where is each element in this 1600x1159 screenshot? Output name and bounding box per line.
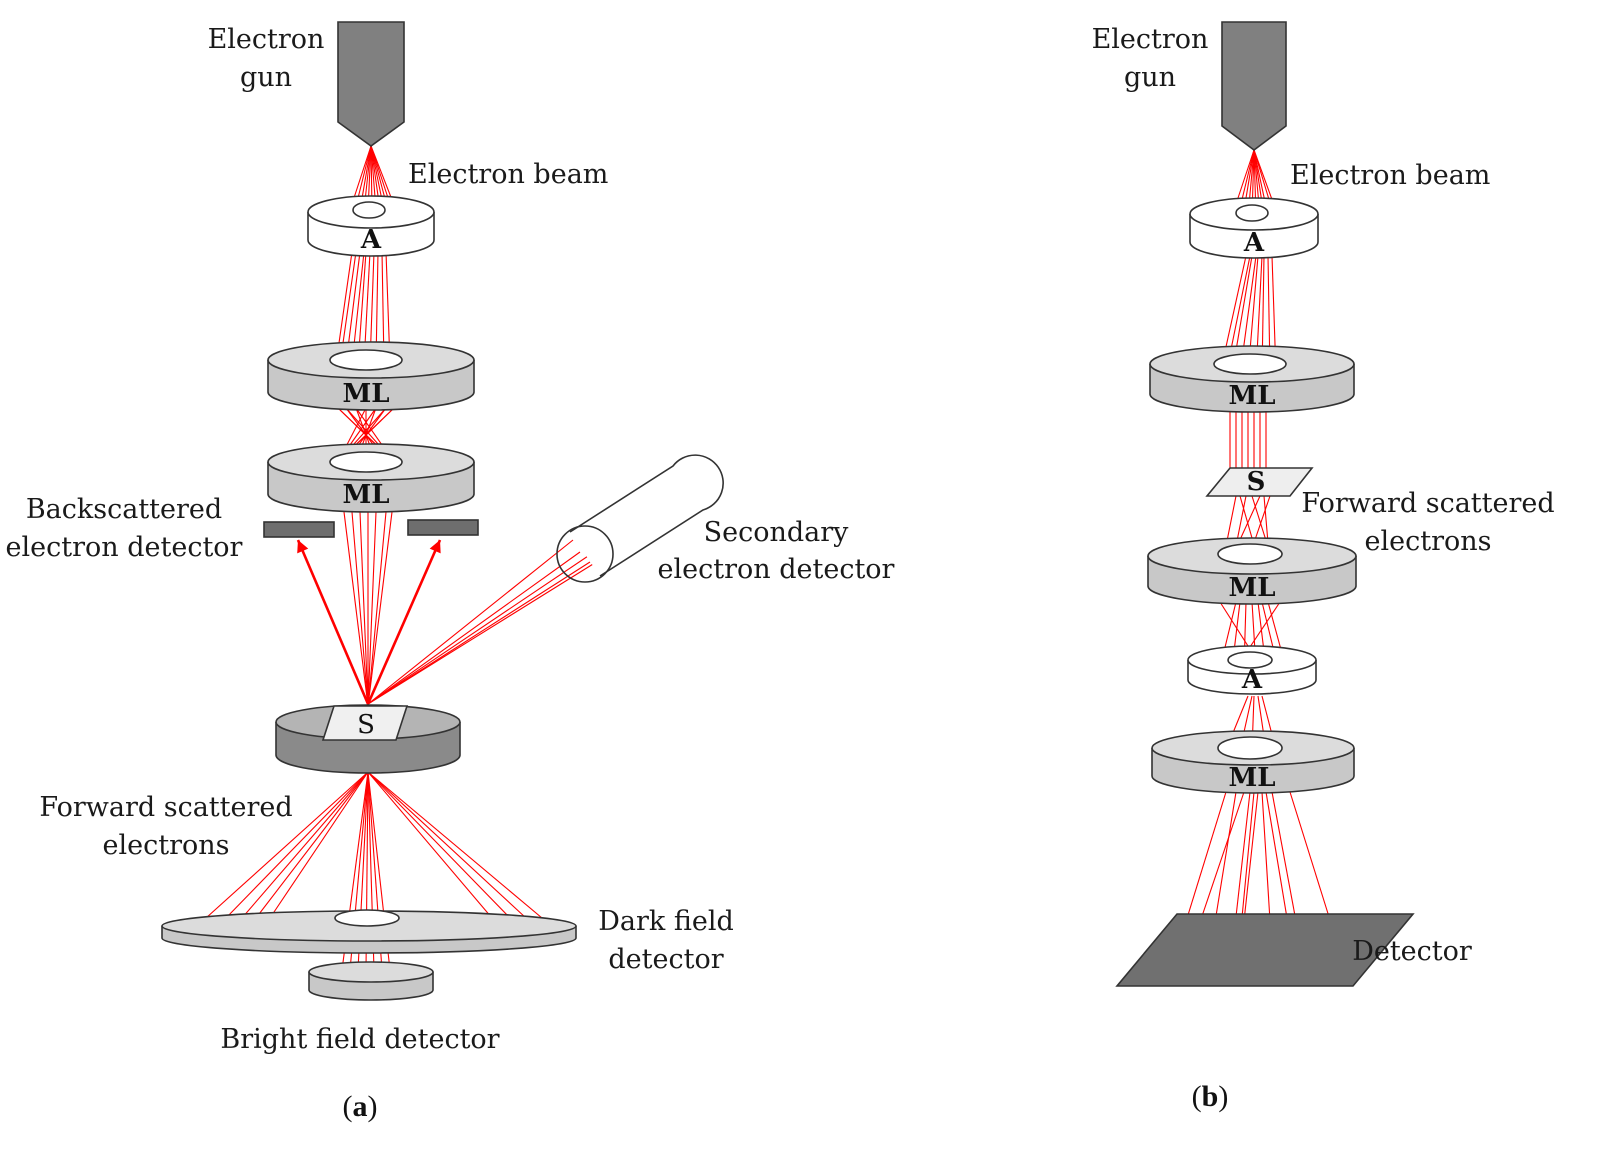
- secondary-electron-detector: [556, 454, 724, 583]
- forward-scatter-ray: [225, 771, 369, 919]
- lens-b-2-label: ML: [1228, 573, 1275, 603]
- dark-field-detector: [161, 909, 577, 954]
- backscatter-arrow-right: [366, 539, 442, 705]
- label-electron-gun-a-line1: Electron: [208, 24, 325, 55]
- magnetic-lens-b-3: ML: [1151, 730, 1355, 794]
- backscattered-detector-right: [407, 519, 479, 536]
- aperture-a-label: A: [360, 225, 382, 255]
- forward-scatter-ray: [241, 771, 369, 919]
- panel-b: Electron gun Electron beam A ML S Forwar…: [1092, 21, 1555, 1113]
- backscattered-detector-left: [263, 521, 335, 538]
- panel-a-caption: (a): [343, 1090, 378, 1123]
- secondary-electron-ray: [367, 539, 574, 705]
- lens-b-1-label: ML: [1228, 381, 1275, 411]
- magnetic-lens-a-1: ML: [267, 341, 475, 411]
- label-forward-b-line2: electrons: [1365, 526, 1492, 557]
- forward-scatter-ray: [367, 771, 527, 919]
- label-secondary-line1: Secondary: [704, 517, 850, 548]
- secondary-electron-ray: [367, 547, 601, 705]
- lens-b-3-label: ML: [1228, 763, 1275, 793]
- secondary-electron-ray: [367, 561, 591, 705]
- focus-ray: [367, 511, 377, 707]
- sample-a: [321, 705, 409, 741]
- label-electron-beam-b: Electron beam: [1290, 160, 1490, 191]
- forward-scatter-ray: [367, 771, 493, 919]
- label-electron-gun-b-line1: Electron: [1092, 24, 1209, 55]
- label-backscattered-line2: electron detector: [6, 532, 243, 563]
- focus-ray: [343, 511, 369, 707]
- forward-scatter-ray: [269, 771, 369, 919]
- backscatter-arrowhead-left: [297, 540, 309, 554]
- label-dark-field-line2: detector: [608, 944, 723, 975]
- label-dark-field-line1: Dark field: [598, 906, 734, 937]
- label-bright-field: Bright field detector: [220, 1024, 499, 1055]
- sample-b: [1205, 467, 1314, 497]
- label-forward-a-line1: Forward scattered: [39, 792, 292, 823]
- aperture-b-2: A: [1187, 645, 1317, 695]
- label-electron-gun-a-line2: gun: [240, 62, 292, 93]
- forward-scatter-ray: [367, 771, 543, 919]
- aperture-b-2-label: A: [1241, 665, 1263, 695]
- magnetic-lens-a-2: ML: [267, 443, 475, 513]
- panel-b-caption: (b): [1192, 1080, 1229, 1113]
- label-electron-gun-b-line2: gun: [1124, 62, 1176, 93]
- bright-field-detector: [308, 961, 434, 1001]
- detector-ray: [1197, 791, 1245, 929]
- aperture-b-1: A: [1189, 197, 1319, 259]
- label-secondary-line2: electron detector: [658, 554, 895, 585]
- sample-b-label: S: [1247, 467, 1266, 497]
- focus-ray: [359, 511, 369, 707]
- panel-a-beam-rays: [205, 145, 607, 971]
- label-backscattered-line1: Backscattered: [26, 494, 222, 525]
- panel-b-caption-letter: b: [1202, 1080, 1219, 1113]
- label-forward-b-line1: Forward scattered: [1301, 488, 1554, 519]
- forward-scatter-ray: [255, 771, 369, 919]
- forward-scatter-ray: [205, 771, 369, 919]
- backscatter-arrowhead-right: [429, 540, 441, 554]
- lens-a-1-label: ML: [342, 379, 389, 409]
- panel-a-caption-letter: a: [353, 1090, 368, 1123]
- focus-ray: [367, 511, 387, 707]
- focus-ray: [367, 511, 393, 707]
- focus-ray: [351, 511, 369, 707]
- magnetic-lens-b-2: ML: [1147, 537, 1357, 605]
- panel-a: Electron gun Electron beam A ML ML Backs…: [6, 21, 895, 1123]
- sample-a-label: S: [357, 710, 375, 740]
- electron-gun-b: [1221, 21, 1287, 151]
- secondary-electron-ray: [367, 551, 581, 705]
- magnetic-lens-b-1: ML: [1149, 345, 1355, 413]
- aperture-a: A: [307, 195, 435, 257]
- label-forward-a-line2: electrons: [103, 830, 230, 861]
- detector-plate-b: [1115, 913, 1415, 987]
- label-electron-beam-a: Electron beam: [408, 159, 608, 190]
- electron-gun-a: [337, 21, 405, 147]
- lens-a-2-label: ML: [342, 480, 389, 510]
- backscatter-arrow-left: [296, 539, 370, 705]
- label-detector-b: Detector: [1352, 936, 1472, 967]
- detector-ray: [1183, 791, 1227, 929]
- aperture-b-1-label: A: [1243, 228, 1265, 258]
- secondary-electron-ray: [367, 555, 607, 705]
- forward-scatter-ray: [367, 771, 511, 919]
- sample-stage-a: S: [275, 704, 461, 774]
